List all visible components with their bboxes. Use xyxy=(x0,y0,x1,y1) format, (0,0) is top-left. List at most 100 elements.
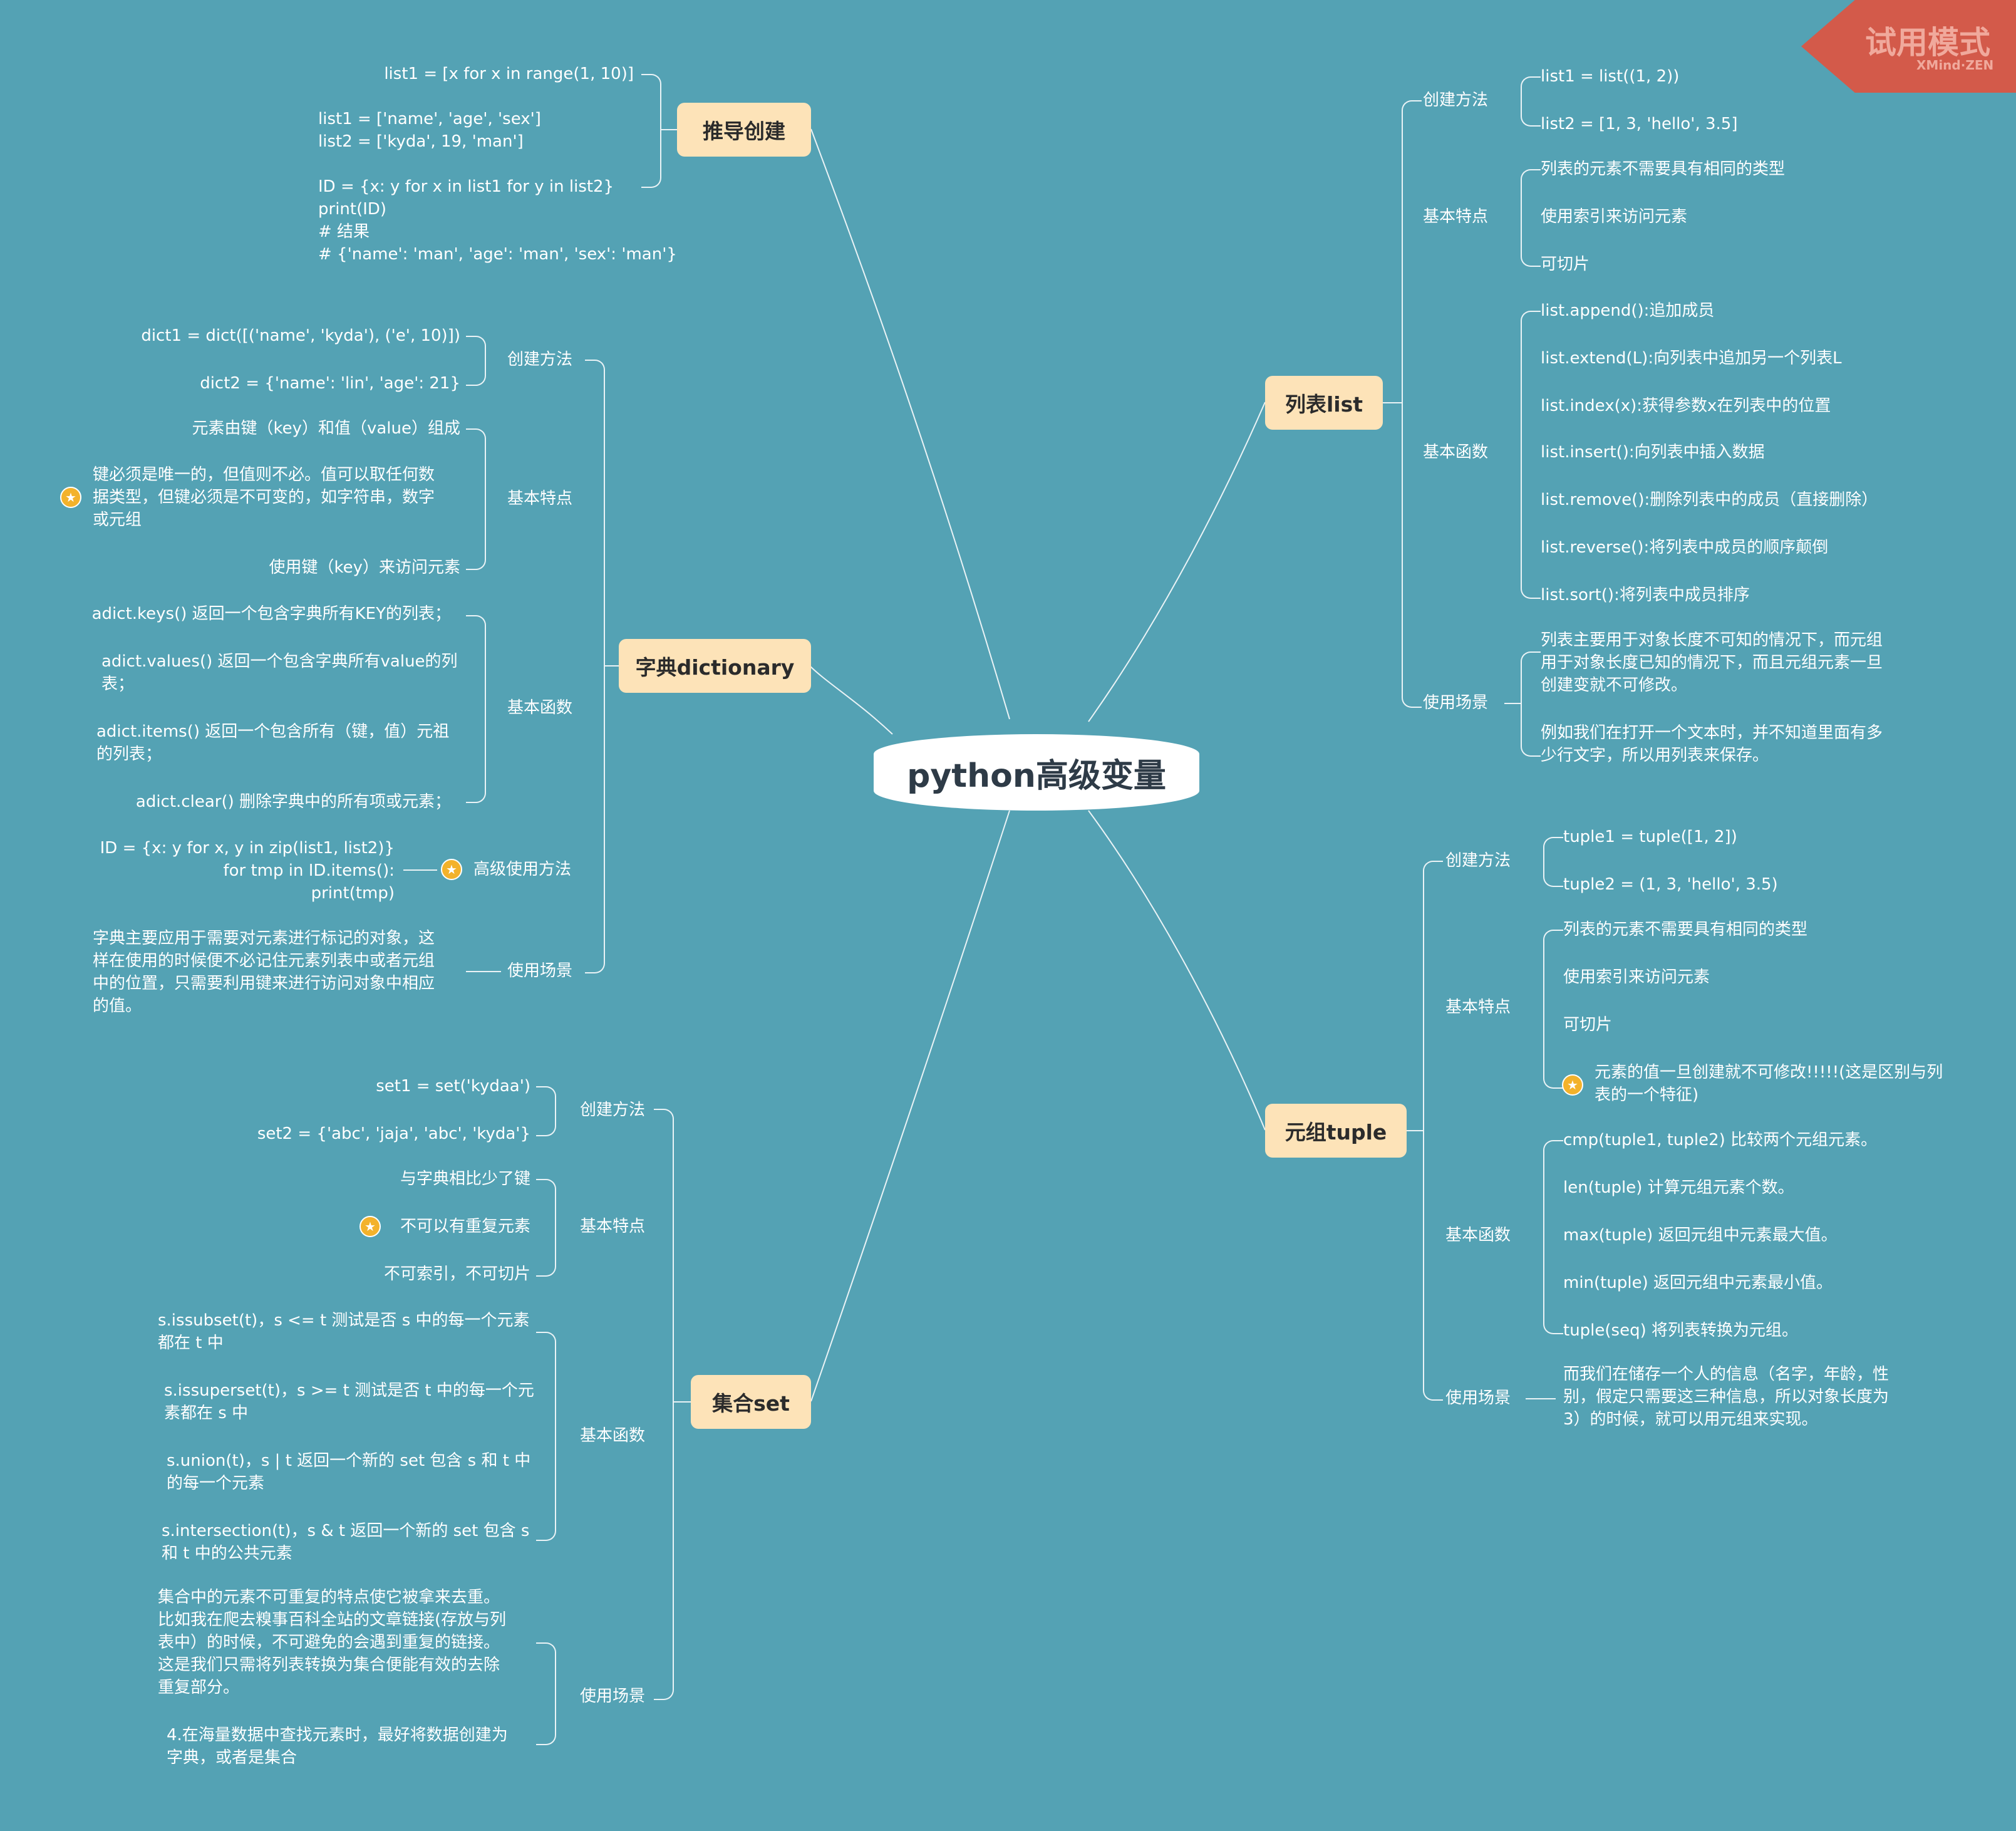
list-feature-item: 可切片 xyxy=(1541,255,1590,274)
bracket-set-features xyxy=(536,1179,556,1277)
dict-usage-label: 使用场景 xyxy=(507,962,573,980)
derive-code-1: list1 = [x for x in range(1, 10)] xyxy=(384,65,634,83)
set-create-item: set1 = set('kydaa') xyxy=(376,1077,530,1096)
tuple-create-item: tuple1 = tuple([1, 2]) xyxy=(1563,827,1737,846)
list-feature-item: 列表的元素不需要具有相同的类型 xyxy=(1541,160,1786,179)
dict-create-item: dict1 = dict([('name', 'kyda'), ('e', 10… xyxy=(141,326,460,345)
tuple-create-label: 创建方法 xyxy=(1445,851,1511,870)
bracket-tuple xyxy=(1423,861,1443,1401)
tuple-func-item: cmp(tuple1, tuple2) 比较两个元组元素。 xyxy=(1563,1131,1878,1149)
bracket-dict xyxy=(585,360,605,973)
bracket-list-usage xyxy=(1521,651,1541,757)
bracket-list-create xyxy=(1521,76,1541,127)
tuple-func-item: len(tuple) 计算元组元素个数。 xyxy=(1563,1178,1794,1197)
derive-code-2: list1 = ['name', 'age', 'sex'] list2 = [… xyxy=(318,110,677,264)
set-create-item: set2 = {'abc', 'jaja', 'abc', 'kyda'} xyxy=(257,1124,530,1143)
set-func-item: s.issuperset(t)，s >= t 测试是否 t 中的每一个元 素都在… xyxy=(164,1381,534,1423)
tuple-create-item: tuple2 = (1, 3, 'hello', 3.5) xyxy=(1563,875,1778,894)
set-usage-item: 集合中的元素不可重复的特点使它被拿来去重。 比如我在爬去糗事百科全站的文章链接(… xyxy=(158,1588,507,1697)
dict-create-label: 创建方法 xyxy=(507,350,573,369)
set-feature-item: 不可索引，不可切片 xyxy=(383,1265,530,1284)
list-create-item: list2 = [1, 3, 'hello', 3.5] xyxy=(1541,115,1738,133)
list-usage-item: 列表主要用于对象长度不可知的情况下，而元组 用于对象长度已知的情况下，而且元组元… xyxy=(1541,631,1883,695)
tuple-usage-text: 而我们在储存一个人的信息（名字，年龄，性 别，假定只需要这三种信息，所以对象长度… xyxy=(1563,1365,1889,1429)
connector-dict-advanced xyxy=(403,869,437,871)
bracket-list-features xyxy=(1521,169,1541,267)
link-list xyxy=(1088,402,1266,722)
bracket-list-funcs xyxy=(1521,311,1541,599)
bracket-list xyxy=(1402,100,1422,708)
trial-mode-label: 试用模式 xyxy=(1865,24,1990,61)
star-icon: ★ xyxy=(1562,1074,1583,1096)
dict-feature-item: 使用键（key）来访问元素 xyxy=(269,558,460,577)
tuple-feature-item: 可切片 xyxy=(1563,1015,1613,1034)
bracket-derive xyxy=(641,74,661,188)
star-icon: ★ xyxy=(441,859,462,880)
dict-funcs-label: 基本函数 xyxy=(507,698,573,717)
set-feature-item: 与字典相比少了键 xyxy=(400,1170,530,1188)
list-usage-label: 使用场景 xyxy=(1423,693,1489,712)
list-usage-item: 例如我们在打开一个文本时，并不知道里面有多 少行文字，所以用列表来保存。 xyxy=(1541,724,1883,765)
connector-dict xyxy=(605,665,619,667)
list-funcs-label: 基本函数 xyxy=(1423,443,1489,462)
list-func-item: list.reverse():将列表中成员的顺序颠倒 xyxy=(1541,538,1829,557)
link-dict xyxy=(809,665,893,735)
bracket-tuple-create xyxy=(1543,837,1563,887)
topic-set[interactable]: 集合set xyxy=(691,1375,811,1429)
tuple-feature-item: 列表的元素不需要具有相同的类型 xyxy=(1563,920,1808,939)
star-icon: ★ xyxy=(359,1216,381,1237)
list-func-item: list.append():追加成员 xyxy=(1541,301,1715,320)
list-func-item: list.index(x):获得参数x在列表中的位置 xyxy=(1541,397,1831,415)
bracket-set xyxy=(654,1109,674,1700)
bracket-set-usage xyxy=(536,1642,556,1745)
connector-dict-usage xyxy=(466,971,501,972)
set-create-label: 创建方法 xyxy=(580,1101,646,1119)
xmind-zen-logo: XMind·ZEN xyxy=(1916,58,1994,73)
tuple-func-item: min(tuple) 返回元组中元素最小值。 xyxy=(1563,1273,1832,1292)
link-derive xyxy=(810,128,1010,720)
star-icon: ★ xyxy=(60,487,81,508)
list-func-item: list.remove():删除列表中的成员（直接删除） xyxy=(1541,490,1878,509)
dict-func-item: adict.clear() 删除字典中的所有项或元素； xyxy=(135,792,451,811)
trial-mode-badge xyxy=(1801,0,2016,93)
list-func-item: list.extend(L):向列表中追加另一个列表L xyxy=(1541,349,1842,368)
dict-features-label: 基本特点 xyxy=(507,489,573,508)
set-func-item: s.intersection(t)，s & t 返回一个新的 set 包含 s … xyxy=(162,1522,530,1563)
tuple-feature-item: 使用索引来访问元素 xyxy=(1563,968,1710,987)
connector-list-usage xyxy=(1504,703,1521,704)
set-func-item: s.union(t)，s | t 返回一个新的 set 包含 s 和 t 中 的… xyxy=(167,1451,531,1493)
tuple-funcs-label: 基本函数 xyxy=(1445,1226,1511,1245)
set-feature-item: 不可以有重复元素 xyxy=(400,1217,530,1236)
topic-list[interactable]: 列表list xyxy=(1265,376,1383,430)
central-topic[interactable]: python高级变量 xyxy=(874,734,1199,811)
set-usage-item: 4.在海量数据中查找元素时，最好将数据创建为 字典，或者是集合 xyxy=(167,1726,508,1767)
list-features-label: 基本特点 xyxy=(1423,207,1489,226)
dict-feature-item: 元素由键（key）和值（value）组成 xyxy=(192,419,460,438)
dict-feature-item: 键必须是唯一的，但值则不必。值可以取任何数 据类型，但键必须是不可变的，如字符串… xyxy=(93,465,435,529)
dict-advanced-code: ID = {x: y for x, y in zip(list1, list2)… xyxy=(100,839,395,903)
dict-create-item: dict2 = {'name': 'lin', 'age': 21} xyxy=(200,374,460,393)
bracket-tuple-funcs xyxy=(1543,1140,1563,1334)
dict-func-item: adict.keys() 返回一个包含字典所有KEY的列表； xyxy=(91,604,451,623)
link-set xyxy=(810,810,1010,1402)
link-tuple xyxy=(1088,810,1266,1131)
set-funcs-label: 基本函数 xyxy=(580,1426,646,1445)
bracket-dict-features xyxy=(466,428,486,570)
topic-tuple[interactable]: 元组tuple xyxy=(1265,1104,1407,1158)
topic-derive[interactable]: 推导创建 xyxy=(677,103,811,157)
dict-usage-text: 字典主要应用于需要对元素进行标记的对象，这 样在使用的时候便不必记住元素列表中或… xyxy=(93,929,435,1015)
connector-derive xyxy=(661,129,677,130)
list-create-label: 创建方法 xyxy=(1423,91,1489,110)
tuple-usage-label: 使用场景 xyxy=(1445,1389,1511,1408)
set-func-item: s.issubset(t)，s <= t 测试是否 s 中的每一个元素 都在 t… xyxy=(158,1311,530,1352)
tuple-func-item: max(tuple) 返回元组中元素最大值。 xyxy=(1563,1226,1838,1245)
dict-func-item: adict.items() 返回一个包含所有（键，值）元祖 的列表； xyxy=(96,722,450,764)
connector-tuple-usage xyxy=(1526,1398,1556,1399)
topic-dict[interactable]: 字典dictionary xyxy=(619,639,811,693)
list-func-item: list.insert():向列表中插入数据 xyxy=(1541,443,1765,462)
list-func-item: list.sort():将列表中成员排序 xyxy=(1541,586,1750,604)
bracket-dict-create xyxy=(466,336,486,386)
tuple-feature-item: 元素的值一旦创建就不可修改!!!!!(这是区别与列 表的一个特征) xyxy=(1595,1063,1943,1104)
set-usage-label: 使用场景 xyxy=(580,1687,646,1706)
